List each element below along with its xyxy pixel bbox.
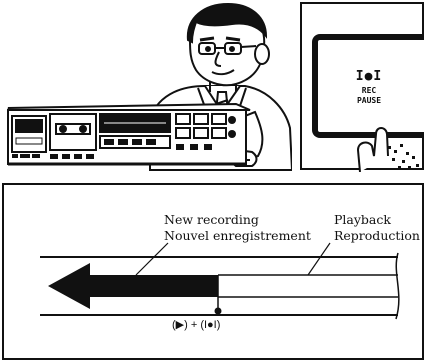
record-symbol: I●I xyxy=(355,69,383,84)
display-panel: I●I REC PAUSE xyxy=(300,2,424,172)
display-rec-text: REC xyxy=(361,86,377,95)
label-playback-en: Playback xyxy=(334,212,391,227)
buttons-combination-label: (▶) + (I●I) xyxy=(172,319,221,331)
playback-leader xyxy=(307,242,331,276)
tape-diagram xyxy=(40,242,400,320)
illustration-man-with-cassette-deck xyxy=(7,2,292,171)
display-pause-text: PAUSE xyxy=(356,96,382,105)
tape-end-curve xyxy=(395,252,400,320)
label-new-recording-en: New recording xyxy=(164,212,259,227)
new-recording-arrow xyxy=(48,263,218,309)
cassette-deck xyxy=(7,102,251,166)
display-screen xyxy=(312,34,424,138)
label-new-recording-fr: Nouvel enregistrement xyxy=(164,228,311,243)
label-playback-fr: Reproduction xyxy=(334,228,420,243)
start-point-dot xyxy=(214,307,222,315)
finger-pressing-icon xyxy=(356,127,419,172)
tape-diagram-panel xyxy=(2,183,424,360)
new-recording-leader xyxy=(135,242,169,276)
